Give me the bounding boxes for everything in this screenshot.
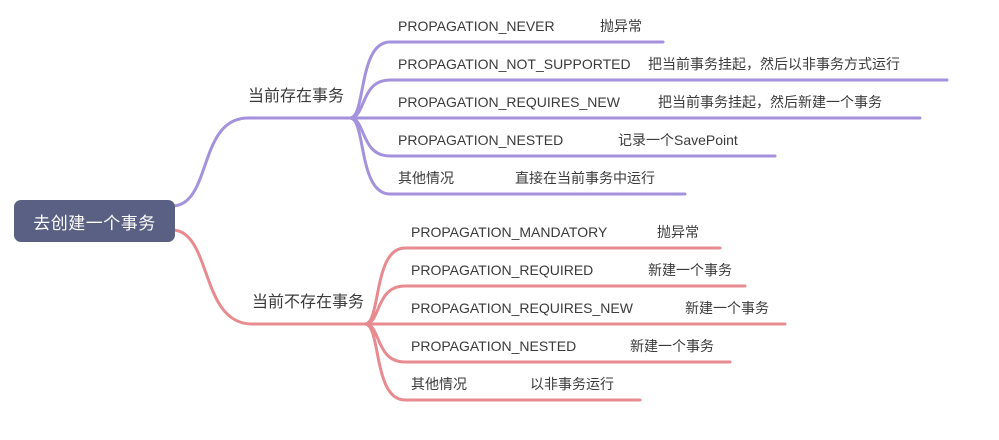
child-node-note[interactable]: 直接在当前事务中运行 (515, 170, 655, 186)
child-node-note[interactable]: 抛异常 (600, 18, 642, 34)
child-node-note[interactable]: 新建一个事务 (630, 338, 714, 354)
branch2-child1-connector (363, 246, 722, 326)
branch1-child2-connector (348, 78, 949, 120)
child-node-note[interactable]: 把当前事务挂起，然后以非事务方式运行 (648, 56, 900, 72)
branch1-child1-connector (348, 40, 665, 120)
child-node-label[interactable]: 其他情况 (398, 170, 454, 186)
child-node-label[interactable]: 其他情况 (411, 376, 467, 392)
child-node-label[interactable]: PROPAGATION_NESTED (411, 338, 577, 354)
child-node-label[interactable]: PROPAGATION_NEVER (398, 18, 555, 34)
branch-node-no-transaction[interactable]: 当前不存在事务 (252, 294, 365, 311)
child-node-note[interactable]: 以非事务运行 (530, 376, 614, 392)
branch2-child2-connector (363, 284, 747, 326)
branch1-child5-connector (348, 116, 687, 196)
branch1-root-curve (171, 116, 352, 208)
child-node-label[interactable]: PROPAGATION_REQUIRED (411, 262, 594, 278)
child-node-note[interactable]: 记录一个SavePoint (618, 132, 738, 148)
child-node-label[interactable]: PROPAGATION_REQUIRES_NEW (398, 94, 620, 110)
branch2-root-curve (171, 228, 367, 326)
child-node-label[interactable]: PROPAGATION_REQUIRES_NEW (411, 300, 633, 316)
child-node-label[interactable]: PROPAGATION_NOT_SUPPORTED (398, 56, 631, 72)
child-node-note[interactable]: 抛异常 (657, 224, 699, 240)
root-node[interactable]: 去创建一个事务 (14, 200, 175, 242)
child-node-label[interactable]: PROPAGATION_MANDATORY (411, 224, 608, 240)
child-node-note[interactable]: 新建一个事务 (685, 300, 769, 316)
child-node-label[interactable]: PROPAGATION_NESTED (398, 132, 564, 148)
child-node-note[interactable]: 新建一个事务 (648, 262, 732, 278)
branch2-child5-connector (363, 322, 642, 402)
branch-node-exists-transaction[interactable]: 当前存在事务 (248, 88, 345, 105)
child-node-note[interactable]: 把当前事务挂起，然后新建一个事务 (658, 94, 882, 110)
